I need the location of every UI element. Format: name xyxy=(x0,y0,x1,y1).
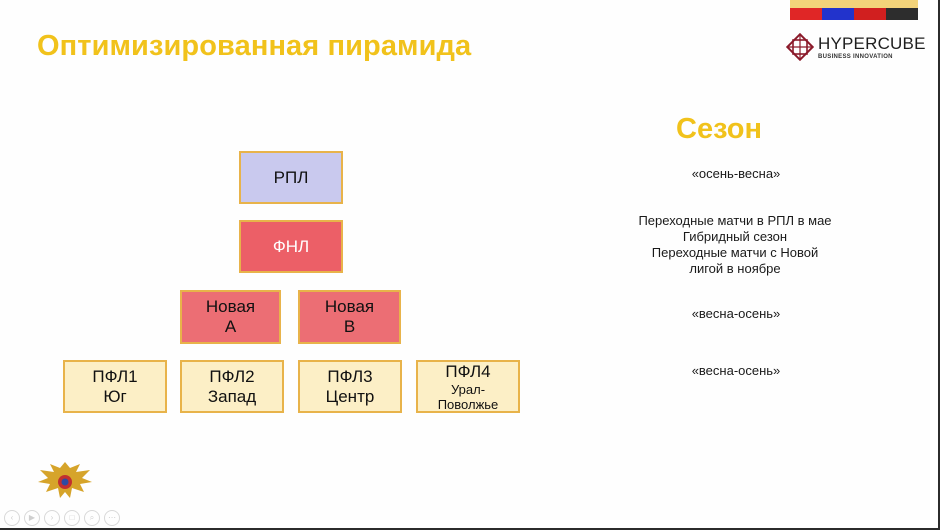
league-pfl2-line2: Запад xyxy=(207,386,257,406)
league-pfl1: ПФЛ1 Юг xyxy=(63,360,167,413)
stripe-black xyxy=(886,8,918,20)
league-pfl4-line1: ПФЛ4 xyxy=(445,361,491,381)
brand-subtitle: BUSINESS INNOVATION xyxy=(818,54,893,60)
brand-bar xyxy=(790,0,918,8)
league-pfl4: ПФЛ4 Урал- Поволжье xyxy=(416,360,520,413)
season-fnl: Переходные матчи в РПЛ в мае Гибридный с… xyxy=(610,213,860,277)
league-pfl3-line1: ПФЛ3 xyxy=(327,366,373,386)
league-pfl3: ПФЛ3 Центр xyxy=(298,360,402,413)
league-rpl: РПЛ xyxy=(239,151,343,204)
cube-logo-icon xyxy=(786,33,814,61)
stripe-blue xyxy=(822,8,854,20)
player-controls: ‹ ▶ › □ ⌕ ⋯ xyxy=(4,510,120,526)
brand-stripes xyxy=(790,8,918,20)
play-icon[interactable]: ▶ xyxy=(24,510,40,526)
season-fnl-line1: Переходные матчи в РПЛ в мае xyxy=(638,213,832,228)
league-novaya-b: Новая В xyxy=(298,290,401,344)
season-fnl-line3: Переходные матчи с Новой xyxy=(651,245,819,260)
season-fnl-line2: Гибридный сезон xyxy=(682,229,788,244)
brand-name: HYPERCUBE xyxy=(818,34,926,53)
slide-title: Оптимизированная пирамида xyxy=(37,30,472,62)
league-pfl2: ПФЛ2 Запад xyxy=(180,360,284,413)
league-pfl1-line2: Юг xyxy=(103,386,127,406)
zoom-icon[interactable]: ⌕ xyxy=(84,510,100,526)
prev-icon[interactable]: ‹ xyxy=(4,510,20,526)
season-pfl: «весна-осень» xyxy=(691,363,781,378)
league-novaya-a-line1: Новая xyxy=(205,297,256,316)
season-novaya: «весна-осень» xyxy=(691,306,781,321)
fullscreen-icon[interactable]: □ xyxy=(64,510,80,526)
next-icon[interactable]: › xyxy=(44,510,60,526)
hypercube-logo: HYPERCUBE BUSINESS INNOVATION xyxy=(786,32,925,64)
season-rpl: «осень-весна» xyxy=(691,166,781,181)
league-pfl1-line1: ПФЛ1 xyxy=(92,366,138,386)
eagle-emblem-icon xyxy=(38,462,92,498)
league-novaya-b-line2: В xyxy=(343,317,356,336)
stripe-red-2 xyxy=(854,8,886,20)
league-fnl: ФНЛ xyxy=(239,220,343,273)
league-rpl-label: РПЛ xyxy=(273,167,309,187)
league-pfl4-line2: Урал- xyxy=(450,381,486,397)
season-title: Сезон xyxy=(676,113,762,145)
stripe-red xyxy=(790,8,822,20)
league-novaya-b-line1: Новая xyxy=(324,297,375,316)
league-pfl2-line1: ПФЛ2 xyxy=(209,366,255,386)
league-pfl4-line3: Поволжье xyxy=(437,396,499,412)
league-novaya-a: Новая А xyxy=(180,290,281,344)
more-icon[interactable]: ⋯ xyxy=(104,510,120,526)
league-novaya-a-line2: А xyxy=(224,317,237,336)
league-pfl3-line2: Центр xyxy=(325,386,375,406)
season-fnl-line4: лигой в ноябре xyxy=(689,261,781,276)
league-fnl-label: ФНЛ xyxy=(272,236,310,256)
